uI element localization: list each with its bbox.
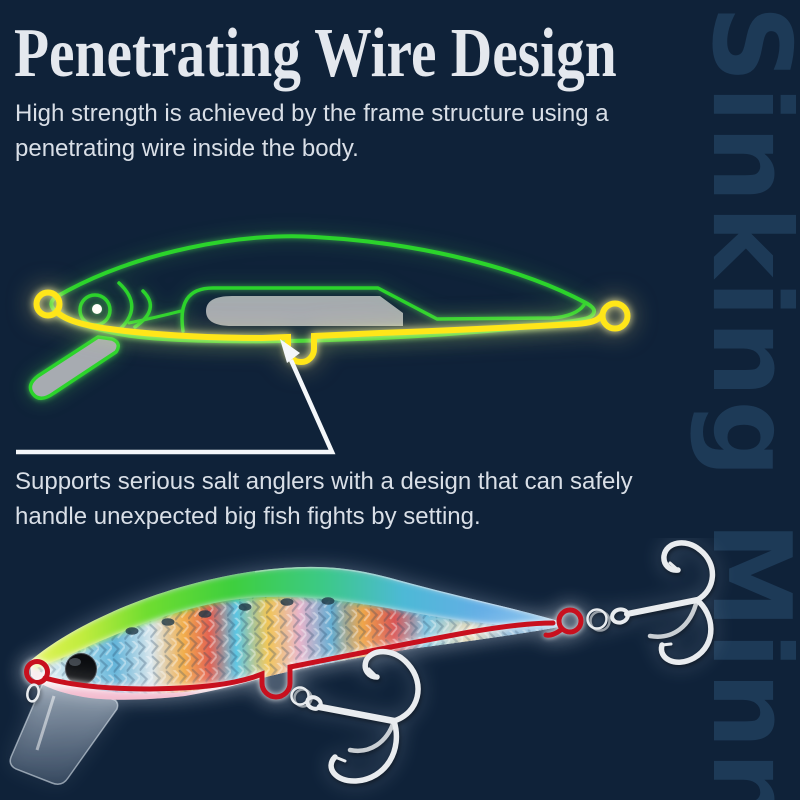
schematic-diving-lip-icon bbox=[28, 335, 120, 400]
lure-schematic bbox=[16, 234, 631, 455]
callout-text: Supports serious salt anglers with a des… bbox=[15, 464, 633, 534]
lure-body bbox=[30, 566, 563, 700]
nose-split-ring-icon bbox=[26, 683, 40, 703]
schematic-pectoral-line bbox=[127, 309, 183, 325]
lure-photo-svg bbox=[9, 540, 716, 785]
red-wire-nose-loop bbox=[24, 659, 50, 685]
schematic-penetrating-wire bbox=[33, 289, 631, 365]
lure-eye-glint bbox=[69, 658, 81, 666]
wire-tail-loop bbox=[599, 300, 631, 332]
pointer-arrowhead-icon bbox=[280, 339, 300, 363]
lure-photo bbox=[9, 540, 716, 785]
wire-nose-loop bbox=[33, 289, 63, 319]
intro-line-2: penetrating wire inside the body. bbox=[15, 135, 359, 162]
schematic-gill-arc-2 bbox=[133, 289, 153, 329]
lure-schematic-svg bbox=[16, 234, 631, 455]
schematic-eye-highlight bbox=[92, 304, 102, 314]
dark-spots bbox=[125, 597, 335, 635]
belly-treble-hook-icon bbox=[290, 648, 421, 784]
schematic-ballast-insert bbox=[206, 296, 403, 326]
callout-line-1: Supports serious salt anglers with a des… bbox=[15, 468, 633, 495]
callout-line-2: handle unexpected big fish fights by set… bbox=[15, 503, 481, 530]
tail-treble-hook-icon bbox=[586, 540, 716, 665]
hook-hardware bbox=[26, 540, 716, 784]
pointer-arrow bbox=[16, 339, 336, 455]
intro-text: High strength is achieved by the frame s… bbox=[15, 96, 609, 166]
schematic-body-outline bbox=[49, 234, 597, 344]
schematic-gill-arc-1 bbox=[116, 281, 134, 333]
red-through-wire bbox=[24, 607, 584, 700]
schematic-inner-cavity-outline bbox=[180, 286, 586, 333]
lure-eye-icon bbox=[64, 652, 98, 686]
chartreuse-back bbox=[30, 566, 563, 668]
page-title: Penetrating Wire Design bbox=[14, 15, 617, 92]
intro-line-1: High strength is achieved by the frame s… bbox=[15, 100, 609, 127]
watermark-text: Sinking Minnow bbox=[688, 5, 800, 800]
red-wire-tail-loop bbox=[556, 607, 584, 635]
